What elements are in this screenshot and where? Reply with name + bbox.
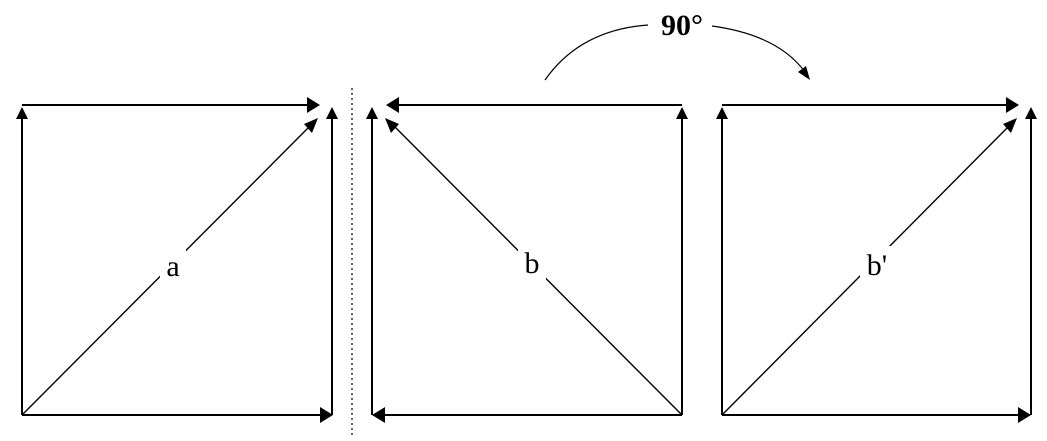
rotation-label: 90° (661, 9, 703, 42)
square-b-prime-diagonal-arrowhead (1003, 118, 1017, 133)
square-b-prime-top-arrowhead (1006, 97, 1019, 113)
square-b-label: b (525, 247, 540, 280)
square-b-label-bg (518, 244, 546, 282)
square-b-prime-left-arrowhead (716, 107, 728, 119)
square-b-top-arrowhead (386, 97, 399, 113)
square-b-prime-label: b' (867, 249, 887, 282)
square-b-bottom-arrowhead (372, 407, 385, 423)
rotation-arc-left (544, 24, 649, 81)
square-b-left-arrowhead (366, 107, 378, 119)
rotation-indicator: 90° (544, 9, 810, 81)
square-b-right-arrowhead (676, 107, 688, 119)
square-b-prime: b' (716, 97, 1037, 423)
rotation-arrowhead (798, 66, 810, 80)
square-b-prime-right-arrowhead (1025, 107, 1037, 119)
square-a-left-arrowhead (16, 107, 28, 119)
square-a-label-bg (160, 248, 186, 284)
square-a-diagonal-arrowhead (304, 118, 318, 133)
square-a-top-arrowhead (307, 97, 320, 113)
square-b-diagonal-arrowhead (385, 118, 399, 133)
square-a-right-arrowhead (326, 107, 338, 119)
square-b-prime-bottom-arrowhead (1018, 407, 1031, 423)
square-b-prime-label-bg (860, 246, 894, 284)
square-a: a (16, 97, 338, 423)
square-b: b (366, 97, 688, 423)
square-a-label: a (166, 250, 179, 283)
square-a-bottom-arrowhead (320, 407, 333, 423)
rotation-arc-right (711, 25, 806, 73)
